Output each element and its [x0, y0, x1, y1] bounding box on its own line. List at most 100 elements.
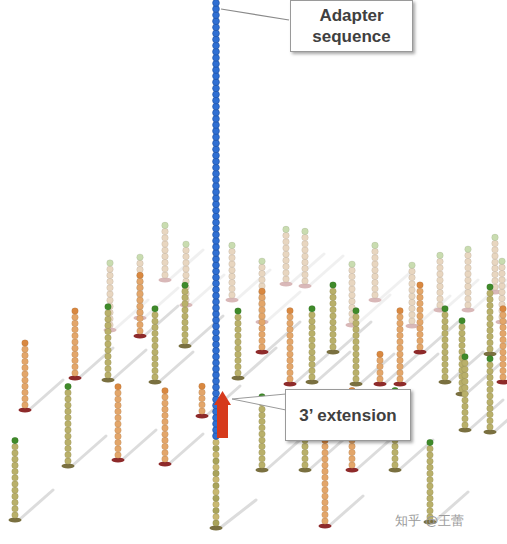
- nucleotide-bead: [417, 288, 424, 295]
- nucleotide-bead: [377, 351, 384, 358]
- callout-text: Adapter sequence: [299, 5, 404, 47]
- nucleotide-bead: [287, 376, 294, 383]
- nucleotide-bead: [137, 291, 144, 298]
- nucleotide-bead: [72, 339, 79, 346]
- nucleotide-bead: [12, 493, 19, 500]
- nucleotide-bead: [22, 402, 29, 409]
- nucleotide-bead: [162, 222, 169, 229]
- nucleotide-bead: [115, 446, 122, 453]
- nucleotide-bead: [427, 477, 434, 484]
- nucleotide-bead: [397, 320, 404, 327]
- nucleotide-bead: [353, 363, 360, 370]
- nucleotide-bead: [392, 456, 399, 463]
- nucleotide-bead: [235, 357, 242, 364]
- nucleotide-bead: [499, 283, 506, 290]
- nucleotide-bead: [349, 443, 356, 450]
- nucleotide-bead: [302, 228, 309, 235]
- oligo-base: [456, 391, 469, 396]
- nucleotide-bead: [309, 361, 316, 368]
- nucleotide-bead: [199, 383, 206, 390]
- adapter-bead: [213, 341, 220, 348]
- nucleotide-bead: [152, 355, 159, 362]
- nucleotide-bead: [500, 361, 507, 368]
- nucleotide-bead: [213, 520, 220, 527]
- nucleotide-bead: [442, 337, 449, 344]
- nucleotide-bead: [287, 332, 294, 339]
- nucleotide-bead: [465, 246, 472, 253]
- nucleotide-bead: [417, 307, 424, 314]
- nucleotide-bead: [377, 376, 384, 383]
- nucleotide-bead: [235, 364, 242, 371]
- nucleotide-bead: [409, 305, 416, 312]
- nucleotide-bead: [235, 333, 242, 340]
- adapter-bead: [213, 347, 220, 354]
- adapter-bead: [213, 134, 220, 141]
- nucleotide-bead: [162, 266, 169, 273]
- nucleotide-bead: [500, 330, 507, 337]
- nucleotide-bead: [302, 443, 309, 450]
- nucleotide-bead: [397, 308, 404, 315]
- nucleotide-bead: [492, 265, 499, 272]
- nucleotide-bead: [487, 296, 494, 303]
- nucleotide-bead: [409, 293, 416, 300]
- nucleotide-bead: [427, 464, 434, 471]
- oligo-shadow: [144, 288, 178, 318]
- nucleotide-bead: [417, 325, 424, 332]
- nucleotide-bead: [72, 314, 79, 321]
- nucleotide-bead: [409, 268, 416, 275]
- adapter-bead: [213, 85, 220, 92]
- nucleotide-bead: [137, 284, 144, 291]
- adapter-bead: [213, 311, 220, 318]
- nucleotide-bead: [427, 446, 434, 453]
- nucleotide-bead: [353, 370, 360, 377]
- nucleotide-bead: [12, 462, 19, 469]
- nucleotide-bead: [437, 289, 444, 296]
- nucleotide-bead: [442, 324, 449, 331]
- nucleotide-bead: [105, 359, 112, 366]
- surface-oligos: [9, 222, 507, 529]
- adapter-bead: [213, 231, 220, 238]
- nucleotide-bead: [487, 309, 494, 316]
- oligo-shadow: [316, 352, 350, 382]
- nucleotide-bead: [72, 308, 79, 315]
- adapter-bead: [213, 48, 220, 55]
- nucleotide-bead: [442, 312, 449, 319]
- nucleotide-bead: [12, 499, 19, 506]
- nucleotide-bead: [349, 267, 356, 274]
- nucleotide-bead: [229, 248, 236, 255]
- adapter-bead: [213, 140, 220, 147]
- adapter-bead: [213, 24, 220, 31]
- nucleotide-bead: [287, 345, 294, 352]
- nucleotide-bead: [105, 310, 112, 317]
- nucleotide-bead: [137, 279, 144, 286]
- nucleotide-bead: [372, 254, 379, 261]
- nucleotide-bead: [309, 337, 316, 344]
- nucleotide-bead: [162, 431, 169, 438]
- nucleotide-bead: [322, 505, 329, 512]
- nucleotide-bead: [22, 358, 29, 365]
- nucleotide-bead: [12, 437, 19, 444]
- nucleotide-bead: [183, 266, 190, 273]
- nucleotide-bead: [213, 489, 220, 496]
- nucleotide-bead: [229, 273, 236, 280]
- nucleotide-bead: [427, 483, 434, 490]
- nucleotide-bead: [259, 307, 266, 314]
- nucleotide-bead: [417, 300, 424, 307]
- adapter-bead: [213, 244, 220, 251]
- nucleotide-bead: [330, 344, 337, 351]
- adapter-bead: [213, 292, 220, 299]
- nucleotide-bead: [65, 458, 72, 465]
- nucleotide-bead: [302, 265, 309, 272]
- nucleotide-bead: [259, 313, 266, 320]
- nucleotide-bead: [409, 262, 416, 269]
- nucleotide-bead: [152, 343, 159, 350]
- nucleotide-bead: [259, 277, 266, 284]
- oligo-shadow: [169, 434, 203, 464]
- nucleotide-bead: [137, 291, 144, 298]
- nucleotide-bead: [500, 318, 507, 325]
- nucleotide-bead: [302, 253, 309, 260]
- nucleotide-bead: [235, 320, 242, 327]
- nucleotide-bead: [22, 340, 29, 347]
- nucleotide-bead: [213, 495, 220, 502]
- nucleotide-bead: [462, 366, 469, 373]
